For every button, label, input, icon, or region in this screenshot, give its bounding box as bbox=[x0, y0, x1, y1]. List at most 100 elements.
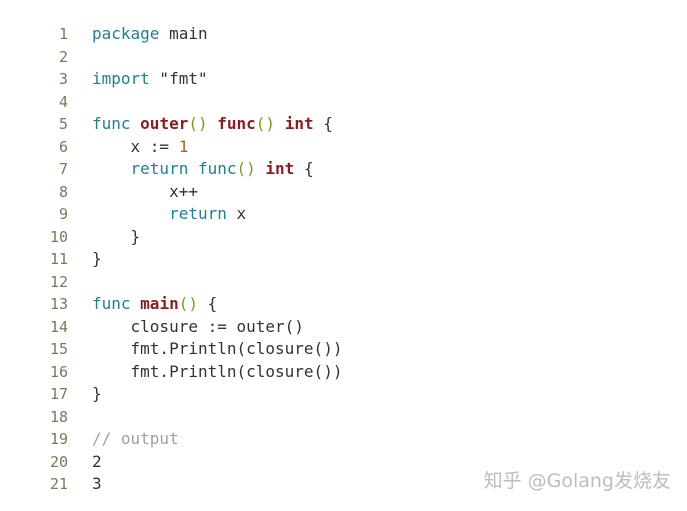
code-token: package bbox=[92, 24, 160, 43]
line-number: 10 bbox=[49, 227, 68, 246]
watermark: 知乎 @Golang发烧友 bbox=[483, 470, 671, 492]
code-token bbox=[131, 114, 141, 133]
code-line: 17} bbox=[0, 383, 687, 406]
code-token: func bbox=[92, 114, 131, 133]
line-number: 4 bbox=[58, 92, 68, 111]
code-token: fmt.Println(closure()) bbox=[92, 361, 343, 381]
code-token: 2 bbox=[92, 451, 102, 471]
code-token: func bbox=[217, 114, 256, 133]
code-token: func bbox=[197, 159, 237, 178]
code-token: return bbox=[169, 204, 227, 223]
line-number: 13 bbox=[49, 295, 68, 313]
code-line: 12 bbox=[0, 271, 687, 294]
code-line: 10 } bbox=[0, 226, 687, 249]
code-line: 7 return func() int { bbox=[0, 158, 687, 181]
line-number: 5 bbox=[58, 115, 68, 133]
code-line: 20 2 bbox=[0, 451, 687, 474]
line-number: 12 bbox=[49, 272, 68, 291]
code-token: () bbox=[178, 294, 198, 313]
code-token: { bbox=[313, 114, 333, 133]
code-token bbox=[92, 159, 131, 178]
code-text: x++ bbox=[92, 181, 198, 204]
code-text: x := 1 bbox=[92, 136, 189, 159]
code-token: func bbox=[92, 294, 131, 313]
code-line: 18 bbox=[0, 406, 687, 429]
code-token: return bbox=[130, 159, 189, 178]
code-token: } bbox=[92, 226, 141, 246]
code-token: import bbox=[92, 69, 150, 88]
code-token: // output bbox=[92, 429, 179, 448]
line-number: 1 bbox=[58, 25, 68, 43]
code-text: } bbox=[92, 383, 102, 406]
code-token bbox=[92, 204, 169, 223]
code-token: closure := outer() bbox=[92, 316, 304, 336]
code-token: () bbox=[255, 114, 276, 133]
code-token: x := bbox=[92, 136, 179, 156]
code-line: 3 import "fmt" bbox=[0, 68, 687, 91]
code-token bbox=[275, 114, 285, 133]
line-number: 7 bbox=[58, 160, 68, 178]
code-text: func outer() func() int { bbox=[92, 113, 333, 136]
line-number: 2 bbox=[58, 47, 68, 66]
code-text: return func() int { bbox=[92, 158, 314, 181]
code-token bbox=[208, 114, 218, 133]
code-line: 1 package main bbox=[0, 23, 687, 46]
code-text: 3 bbox=[92, 473, 102, 496]
code-token: int bbox=[265, 159, 295, 178]
line-number: 9 bbox=[58, 205, 68, 223]
line-number: 16 bbox=[49, 362, 68, 381]
code-text: fmt.Println(closure()) bbox=[92, 338, 343, 361]
code-token: x++ bbox=[92, 181, 198, 201]
code-token: { bbox=[197, 294, 218, 313]
code-line: 14 closure := outer() bbox=[0, 316, 687, 339]
code-token: "fmt" bbox=[149, 69, 208, 88]
code-token: } bbox=[92, 384, 102, 403]
code-text: import "fmt" bbox=[92, 68, 208, 91]
code-line: 16 fmt.Println(closure()) bbox=[0, 361, 687, 384]
code-line: 19 // output bbox=[0, 428, 687, 451]
line-number: 18 bbox=[49, 407, 68, 426]
code-token: main bbox=[140, 294, 179, 313]
code-token bbox=[131, 294, 141, 313]
line-number: 6 bbox=[58, 137, 68, 156]
code-line: 2 bbox=[0, 46, 687, 69]
code-token bbox=[256, 159, 266, 178]
code-line: 9 return x bbox=[0, 203, 687, 226]
code-line: 8 x++ bbox=[0, 181, 687, 204]
code-token: } bbox=[92, 249, 102, 268]
code-text: func main() { bbox=[92, 293, 217, 316]
code-token: () bbox=[236, 159, 256, 178]
line-number: 17 bbox=[49, 385, 68, 403]
line-number: 21 bbox=[49, 475, 68, 493]
code-line: 15 fmt.Println(closure()) bbox=[0, 338, 687, 361]
code-token: outer bbox=[140, 114, 189, 133]
code-token: 3 bbox=[92, 474, 102, 493]
code-token: { bbox=[294, 159, 314, 178]
code-token: x bbox=[226, 204, 247, 223]
code-token: () bbox=[188, 114, 208, 133]
code-line: 11} bbox=[0, 248, 687, 271]
code-text: return x bbox=[92, 203, 246, 226]
line-number: 20 bbox=[49, 452, 68, 471]
code-line: 21 3 bbox=[0, 473, 687, 496]
line-number: 15 bbox=[49, 340, 68, 358]
line-number: 8 bbox=[58, 182, 68, 201]
line-number: 3 bbox=[58, 70, 68, 88]
code-line: 13 func main() { bbox=[0, 293, 687, 316]
line-number: 11 bbox=[49, 250, 68, 268]
code-token: 1 bbox=[178, 136, 189, 156]
line-number: 19 bbox=[49, 430, 68, 448]
code-line: 6 x := 1 bbox=[0, 136, 687, 159]
code-text: } bbox=[92, 226, 141, 249]
code-text: } bbox=[92, 248, 102, 271]
code-token: fmt.Println(closure()) bbox=[92, 339, 343, 358]
code-line: 4 bbox=[0, 91, 687, 114]
code-text: 2 bbox=[92, 451, 102, 474]
code-token: main bbox=[159, 24, 208, 43]
line-number: 14 bbox=[49, 317, 68, 336]
code-text: fmt.Println(closure()) bbox=[92, 361, 343, 384]
code-text: closure := outer() bbox=[92, 316, 304, 339]
code-token: int bbox=[284, 114, 314, 133]
